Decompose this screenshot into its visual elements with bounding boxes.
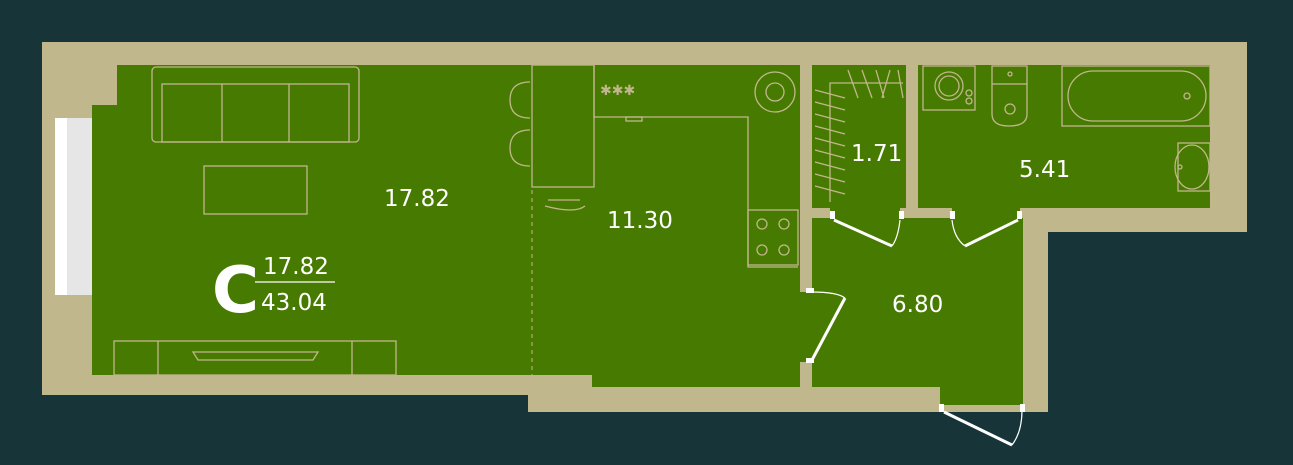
kitchen-counter-icon: ✱✱✱ [593, 65, 799, 268]
tv-stand-icon [113, 340, 397, 376]
living-area-value: 17.82 [263, 254, 329, 280]
sofa-icon [151, 66, 360, 143]
kitchen-doorway [798, 292, 814, 362]
wardrobe-rail-icon [814, 69, 904, 202]
bathroom-door[interactable] [950, 211, 1022, 248]
hood-marks: ✱✱✱ [600, 83, 635, 99]
apartment-type-label: C [212, 254, 259, 328]
total-area-value: 43.04 [261, 290, 327, 316]
wardrobe-area: 1.71 [851, 141, 902, 167]
hallway-floor [812, 218, 1023, 405]
toilet-icon [991, 65, 1028, 127]
bathroom-floor [918, 65, 1210, 208]
bar-counter-icon [509, 64, 595, 211]
wardrobe-floor [812, 65, 906, 208]
hallway-area: 6.80 [892, 292, 943, 318]
entrance-door[interactable] [939, 404, 1025, 447]
bathroom-doorway [952, 208, 1020, 220]
kitchen-door[interactable] [806, 288, 847, 363]
bathtub-icon [1061, 65, 1211, 127]
kitchen-area: 11.30 [607, 208, 673, 234]
sink-icon [1174, 142, 1211, 192]
window-glass [55, 118, 67, 295]
washing-machine-icon [922, 65, 976, 111]
coffee-table-icon [203, 165, 308, 215]
living-room-area: 17.82 [384, 186, 450, 212]
bathroom-area: 5.41 [1019, 157, 1070, 183]
wardrobe-doorway [830, 208, 900, 220]
living-kitchen-floor [92, 65, 800, 387]
wardrobe-door[interactable] [830, 211, 904, 248]
